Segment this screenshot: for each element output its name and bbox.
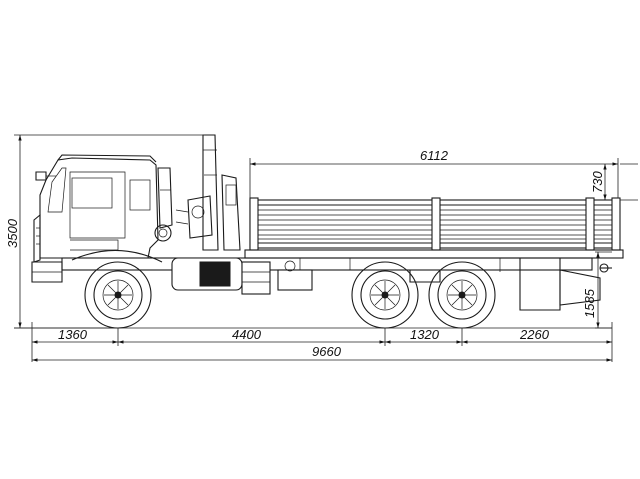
dim-total-height: 3500: [5, 134, 205, 329]
dim-total-length: 9660: [32, 344, 612, 362]
dim-total-length-label: 9660: [312, 344, 342, 359]
dim-side-height: 730: [590, 163, 638, 201]
dim-body-length: 6112: [249, 148, 619, 198]
dim-wheelbase-front-label: 4400: [232, 327, 262, 342]
dim-front-overhang-label: 1360: [58, 327, 88, 342]
front-wheel: [71, 249, 163, 329]
crane-column: [175, 134, 241, 251]
dim-total-height-label: 3500: [5, 218, 20, 248]
dim-frame-height-label: 1585: [582, 288, 597, 318]
dim-rear-overhang-label: 2260: [519, 327, 550, 342]
truck-cab: [31, 154, 173, 283]
dim-side-height-label: 730: [590, 171, 605, 193]
rear-wheel-2: [428, 261, 496, 329]
chassis: [61, 257, 612, 311]
dim-rear-axle-spacing-label: 1320: [410, 327, 440, 342]
dim-axle-row: 1360 4400 1320 2260: [31, 322, 613, 362]
cargo-body: [244, 197, 624, 272]
dim-frame-height: 1585: [582, 251, 612, 329]
dim-body-length-label: 6112: [420, 148, 449, 163]
rear-suspension: [409, 269, 441, 283]
rear-wheel-1: [351, 261, 419, 329]
